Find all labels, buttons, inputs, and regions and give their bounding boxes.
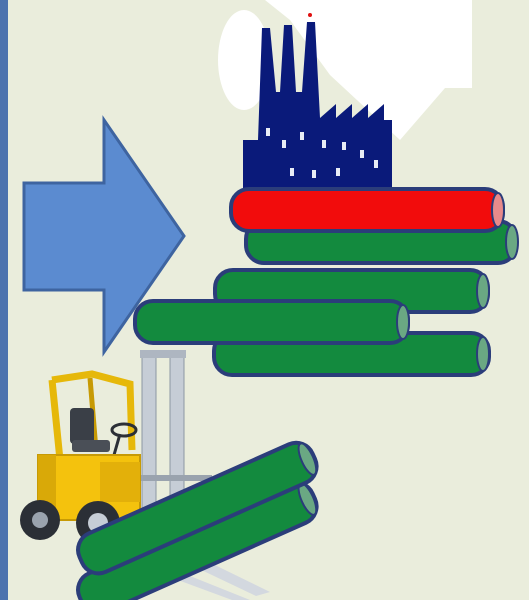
factory-icon [218,0,472,188]
pipe-red [231,189,504,231]
pipe-green [135,301,409,343]
pipe-stack-icon [135,189,518,375]
